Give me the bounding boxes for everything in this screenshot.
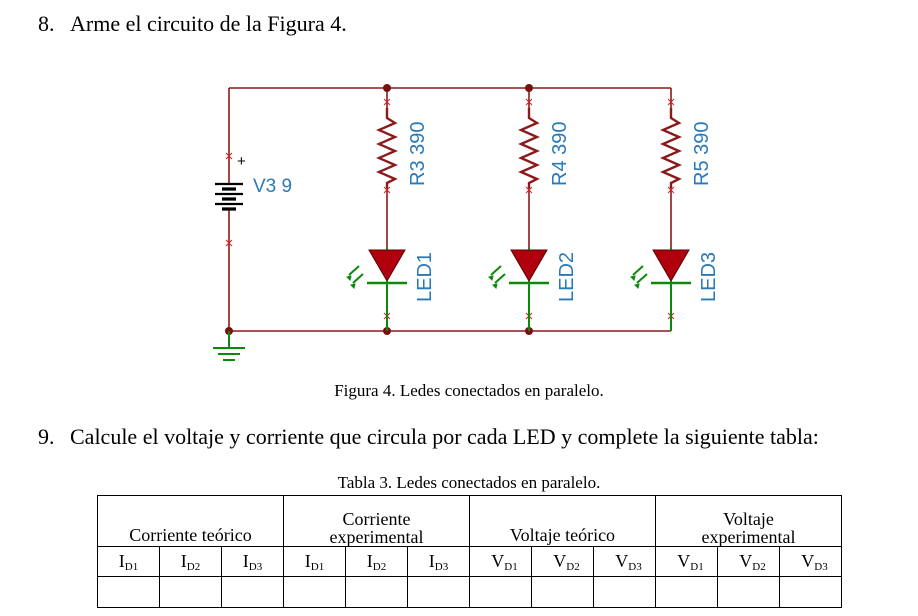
source-label: V3 9 [253, 176, 292, 197]
subheader-cell: VD3 [779, 546, 842, 577]
circuit-diagram: + V3 9 R3 390 R4 390 R5 390 [213, 84, 720, 361]
item-text: Calcule el voltaje y corriente que circu… [70, 424, 819, 449]
empty-input-cell[interactable] [593, 576, 656, 608]
subheader-cell: ID1 [283, 546, 346, 577]
led-2 [488, 248, 549, 331]
subheader-cell: VD2 [717, 546, 780, 577]
resistor-label-r3: R3 390 [407, 122, 429, 187]
empty-input-cell[interactable] [407, 576, 470, 608]
resistor-label-r4: R4 390 [549, 122, 571, 187]
subheader-cell: VD1 [469, 546, 532, 577]
subheader-cell: ID2 [345, 546, 408, 577]
empty-input-cell[interactable] [531, 576, 594, 608]
subheader-cell: ID2 [159, 546, 222, 577]
led-3 [630, 248, 691, 331]
table-data-row [97, 576, 842, 608]
polarity-plus: + [237, 153, 246, 170]
subheader-cell: ID3 [407, 546, 470, 577]
ground-symbol [213, 331, 245, 361]
empty-input-cell[interactable] [283, 576, 346, 608]
table-subheader-row: ID1 ID2 ID3 ID1 ID2 ID3 VD1 VD2 VD3 VD1 … [97, 546, 842, 577]
pin-markers [225, 98, 675, 320]
junction-dots [225, 84, 533, 335]
item-text: Arme el circuito de la Figura 4. [70, 11, 347, 36]
table-caption: Tabla 3. Ledes conectados en paralelo. [337, 473, 601, 492]
figure-caption: Figura 4. Ledes conectados en paralelo. [334, 381, 604, 400]
battery-symbol [215, 182, 243, 211]
subheader-cell: ID3 [221, 546, 284, 577]
empty-input-cell[interactable] [717, 576, 780, 608]
led-label-3: LED3 [698, 252, 720, 302]
item-number: 8. [38, 11, 55, 36]
item-number: 9. [38, 424, 55, 449]
resistor-r5 [660, 108, 682, 188]
subheader-cell: ID1 [97, 546, 160, 577]
empty-input-cell[interactable] [97, 576, 160, 608]
led-1 [346, 248, 407, 331]
empty-input-cell[interactable] [469, 576, 532, 608]
led-label-2: LED2 [556, 252, 578, 302]
instruction-9: 9. Calcule el voltaje y corriente que cir… [38, 424, 819, 450]
empty-input-cell[interactable] [345, 576, 408, 608]
resistor-r3 [376, 108, 398, 188]
empty-input-cell[interactable] [655, 576, 718, 608]
led-label-1: LED1 [414, 252, 436, 302]
circuit-wires [228, 87, 672, 332]
resistor-symbols [376, 108, 682, 188]
empty-input-cell[interactable] [221, 576, 284, 608]
header-voltaje-teorico: Voltaje teórico [469, 495, 656, 547]
empty-input-cell[interactable] [779, 576, 842, 608]
instruction-8: 8. Arme el circuito de la Figura 4. [38, 11, 347, 37]
subheader-cell: VD3 [593, 546, 656, 577]
resistor-r4 [518, 108, 540, 188]
subheader-cell: VD2 [531, 546, 594, 577]
resistor-label-r5: R5 390 [691, 122, 713, 187]
empty-input-cell[interactable] [159, 576, 222, 608]
subheader-cell: VD1 [655, 546, 718, 577]
led-symbols [346, 248, 691, 331]
header-corriente-teorico: Corriente teórico [97, 495, 284, 547]
